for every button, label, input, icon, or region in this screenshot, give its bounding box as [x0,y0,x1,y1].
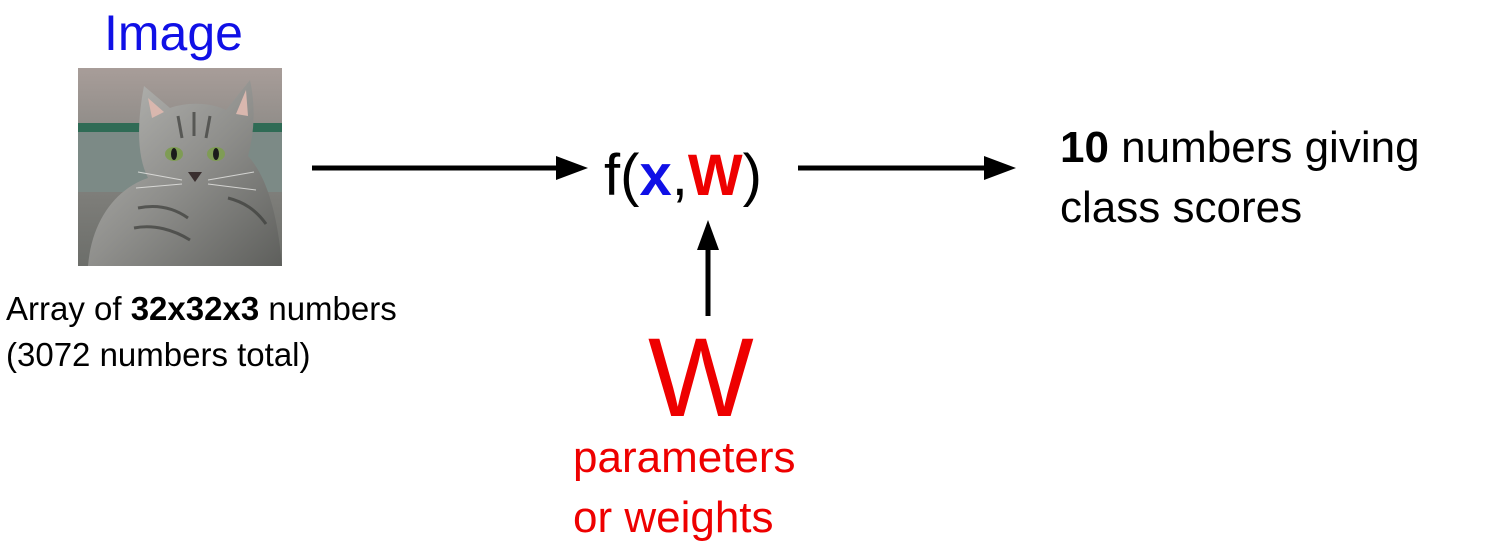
array-prefix: Array of [6,290,131,327]
output-line1-rest: numbers giving [1108,123,1420,172]
output-line2: class scores [1060,183,1303,232]
weights-symbol: W [648,315,754,440]
function-suffix: ) [742,143,762,208]
arrow-image-to-function [312,156,588,180]
function-comma: , [671,143,688,208]
weights-line1: parameters [573,433,796,482]
array-description-line1: Array of 32x32x3 numbers [6,286,397,332]
arrow-function-to-output [798,156,1016,180]
weights-line2: or weights [573,493,774,542]
output-description: 10 numbers giving class scores [1060,118,1420,238]
function-w: W [687,143,743,208]
output-count: 10 [1060,123,1109,172]
image-title: Image [104,5,243,61]
function-label: f(x,W) [604,136,762,216]
cat-photo [78,68,282,266]
array-description-line2: (3072 numbers total) [6,336,311,373]
array-description: Array of 32x32x3 numbers (3072 numbers t… [6,286,397,378]
function-x: x [639,143,672,208]
function-prefix: f( [604,143,640,208]
weights-description: parameters or weights [573,428,796,548]
arrow-weights-to-function [697,220,719,316]
array-dimensions: 32x32x3 [130,290,260,327]
output-line1: 10 numbers giving [1060,118,1420,178]
cat-illustration [78,68,282,266]
array-suffix: numbers [259,290,397,327]
